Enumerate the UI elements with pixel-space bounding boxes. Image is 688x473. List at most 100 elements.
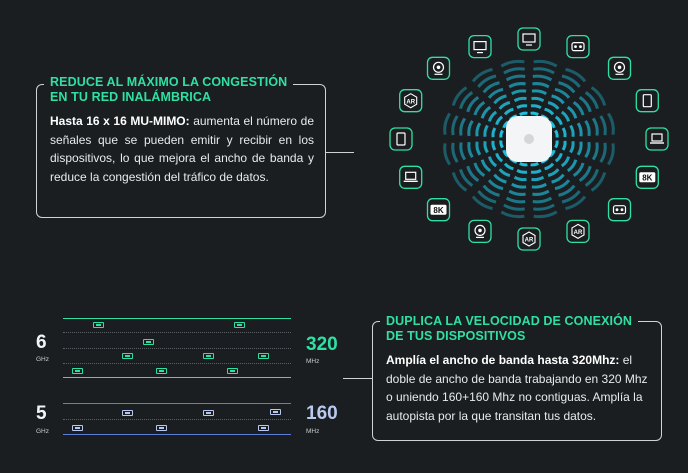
signal-beam-arc	[532, 74, 553, 82]
signal-beam-arc	[511, 182, 527, 189]
signal-beam-arc	[459, 91, 474, 110]
signal-beam-arc	[607, 112, 615, 135]
signal-beam-arc	[459, 117, 467, 136]
signal-beam-arc	[544, 162, 555, 171]
signal-beam-arc	[566, 159, 578, 173]
signal-beam-arc	[519, 111, 528, 117]
signal-beam-arc	[451, 142, 459, 163]
signal-beam-arc	[578, 96, 592, 113]
signal-beam-arc	[459, 142, 467, 161]
mumimo-description: Hasta 16 x 16 MU-MIMO: aumenta el número…	[50, 112, 314, 186]
signal-beam-arc	[467, 141, 474, 159]
signal-beam-arc	[466, 165, 480, 182]
signal-beam-arc	[498, 168, 511, 177]
lane-6ghz-bottom	[63, 377, 291, 378]
signal-beam-arc	[483, 124, 489, 137]
signal-beam-arc	[572, 162, 585, 178]
signal-beam-arc	[531, 89, 547, 96]
signal-beam-arc	[516, 104, 528, 110]
signal-beam-arc	[533, 67, 555, 75]
signal-beam-arc	[566, 105, 578, 119]
traffic-chip	[122, 410, 133, 416]
signal-beam-arc	[511, 89, 527, 96]
signal-beam-arc	[495, 115, 504, 126]
svg-text:AR: AR	[406, 99, 415, 105]
signal-beam-arc	[532, 189, 550, 196]
signal-beam-arc	[487, 110, 498, 122]
signal-beam-arc	[547, 168, 560, 177]
bandwidth-title: DUPLICA LA VELOCIDAD DE CONEXIÓN DE TUS …	[380, 314, 639, 344]
signal-beam-arc	[607, 143, 615, 166]
signal-beam-arc	[554, 115, 563, 126]
signal-beam-arc	[451, 86, 468, 106]
signal-beam-arc	[499, 129, 504, 138]
traffic-chip	[203, 353, 214, 359]
signal-beam-arc	[493, 94, 507, 105]
traffic-chip	[234, 322, 245, 328]
ar-icon: AR	[399, 89, 423, 113]
signal-beam-arc	[554, 152, 563, 163]
signal-beam-arc	[482, 81, 500, 94]
8k-icon: 8K	[635, 165, 659, 189]
svg-text:8K: 8K	[642, 174, 652, 183]
signal-beam-arc	[530, 111, 539, 117]
lane-6ghz-3	[63, 363, 291, 364]
signal-beam-arc	[578, 165, 592, 182]
signal-beam-arc	[591, 142, 599, 161]
signal-beam-arc	[558, 184, 576, 197]
band-5ghz-label: 5	[36, 403, 47, 424]
signal-beam-arc	[493, 173, 507, 184]
signal-beam-arc	[498, 101, 511, 110]
signal-beam-arc	[554, 87, 571, 99]
signal-beam-arc	[487, 156, 498, 168]
band-5ghz-unit: GHz	[36, 428, 49, 435]
signal-beam-arc	[459, 168, 474, 187]
signal-beam-arc	[516, 168, 528, 174]
width-160-unit: MHz	[306, 428, 320, 435]
bandwidth-lead: Amplía el ancho de banda hasta 320Mhz:	[386, 353, 620, 367]
band-6ghz-unit: GHz	[36, 356, 49, 363]
svg-text:8K: 8K	[433, 206, 443, 215]
signal-beam-arc	[565, 195, 587, 211]
bandwidth-connector	[343, 378, 372, 379]
signal-beam-arc	[530, 168, 542, 174]
traffic-chip	[270, 409, 281, 415]
signal-beam-arc	[599, 142, 607, 163]
vr-headset-icon	[566, 34, 590, 59]
signal-beam-arc	[572, 100, 585, 116]
signal-beam-arc	[487, 179, 504, 191]
webcam-icon	[468, 219, 492, 244]
signal-beam-arc	[519, 161, 528, 167]
signal-beam-arc	[551, 173, 565, 184]
signal-beam-arc	[483, 141, 489, 154]
signal-beam-arc	[487, 87, 504, 99]
traffic-chip	[143, 339, 154, 345]
monitor-icon	[517, 27, 541, 51]
bandwidth-body: el doble de ancho de banda trabajando en…	[386, 353, 648, 423]
signal-beam-arc	[576, 141, 583, 156]
lane-5ghz-1	[63, 419, 291, 420]
access-point-icon	[506, 116, 552, 162]
signal-beam-arc	[503, 162, 514, 171]
signal-beam-arc	[495, 152, 504, 163]
signal-beam-arc	[471, 67, 493, 83]
lane-6ghz-top	[63, 318, 291, 319]
lane-6ghz-1	[63, 332, 291, 333]
signal-beam-arc	[569, 124, 575, 137]
signal-beams	[443, 59, 615, 219]
traffic-chip	[122, 353, 133, 359]
signal-beam-arc	[591, 117, 599, 136]
svg-text:AR: AR	[525, 238, 534, 244]
signal-beam-arc	[565, 67, 587, 83]
signal-beam-arc	[500, 59, 525, 68]
traffic-chip	[203, 410, 214, 416]
signal-beam-arc	[532, 196, 553, 204]
signal-beam-arc	[513, 175, 527, 182]
signal-beam-arc	[533, 203, 555, 211]
signal-beam-arc	[560, 110, 571, 122]
signal-beam-arc	[569, 141, 575, 154]
laptop-icon	[399, 165, 423, 189]
signal-beam-arc	[532, 82, 550, 89]
laptop-icon	[645, 127, 669, 151]
